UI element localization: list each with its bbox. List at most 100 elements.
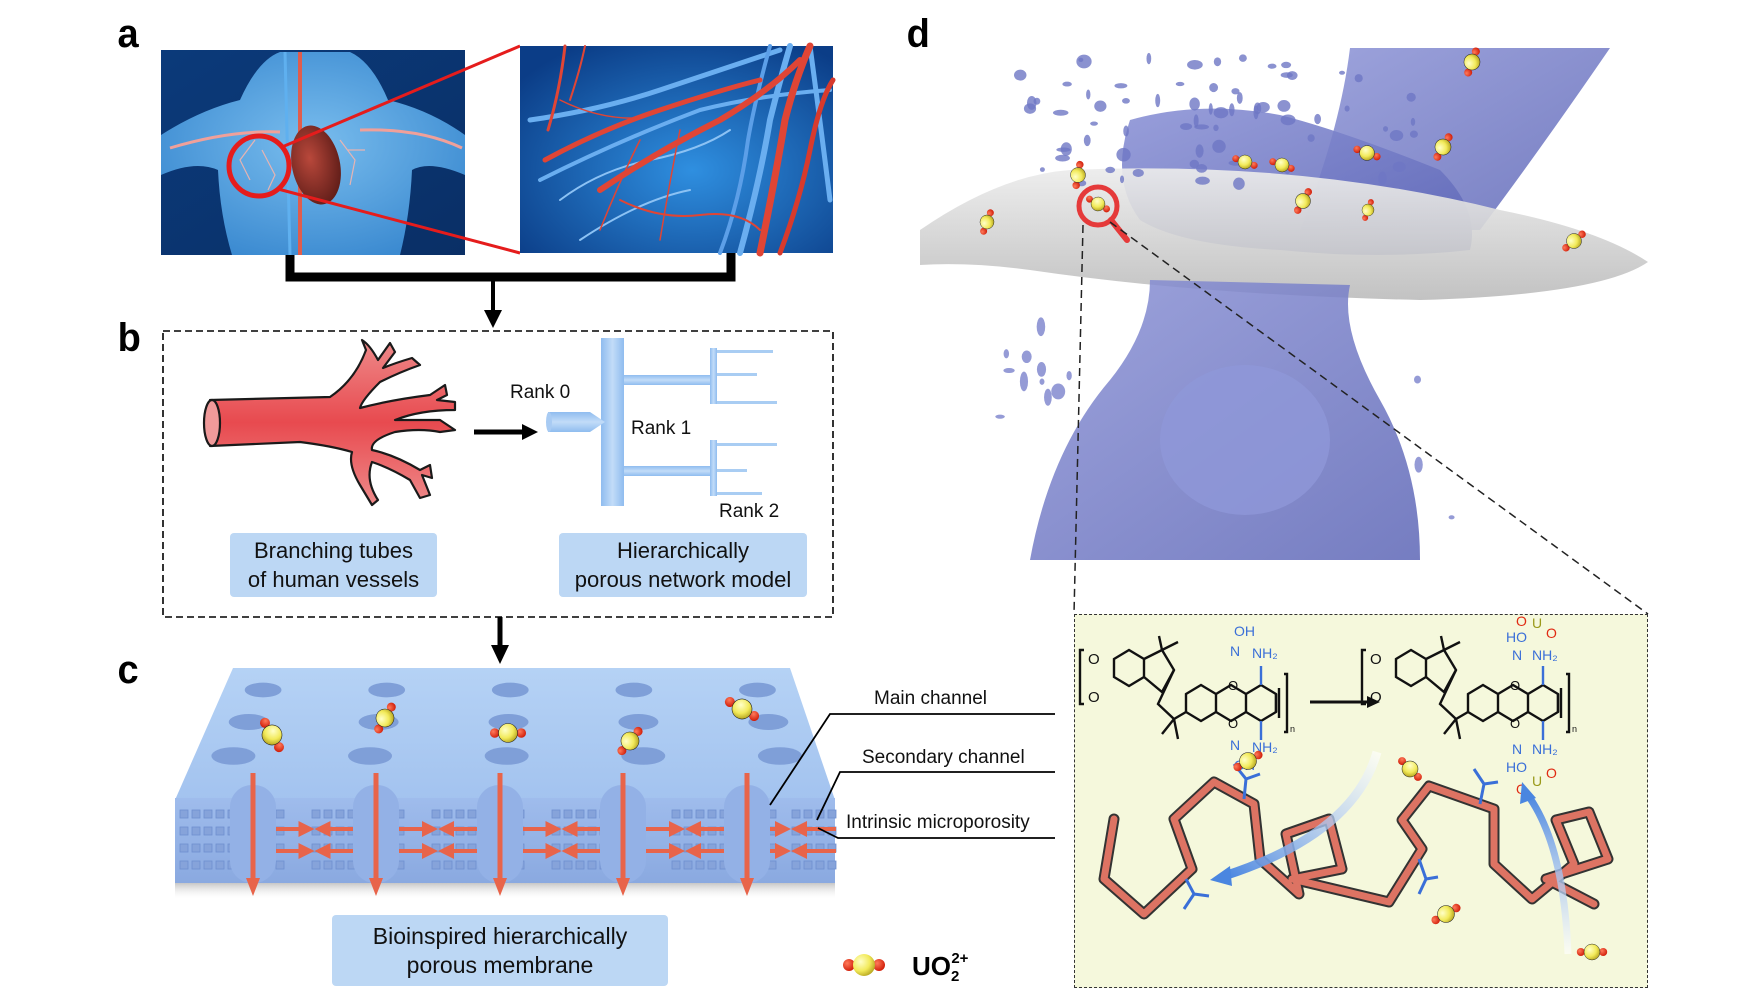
svg-text:U: U [1532, 615, 1542, 631]
branching-vessel-drawing [202, 338, 457, 507]
panel-a-label: a [117, 12, 139, 56]
panel-b-label: b [117, 316, 141, 360]
svg-text:O: O [1088, 651, 1100, 668]
droplet [1383, 126, 1389, 132]
droplet [1414, 375, 1421, 384]
droplet [1060, 142, 1072, 156]
droplet [1052, 109, 1069, 116]
droplet [1281, 61, 1292, 69]
droplet [1339, 70, 1346, 75]
pore [244, 682, 282, 698]
droplet [1132, 169, 1144, 177]
droplet [1277, 99, 1291, 112]
uranyl-ion [724, 697, 760, 721]
droplet [1344, 105, 1350, 112]
porous-membrane-illustration [175, 668, 1055, 900]
svg-text:O: O [1510, 716, 1520, 731]
droplet [1238, 54, 1247, 62]
svg-text:O: O [1228, 716, 1238, 731]
pore [228, 714, 269, 730]
droplet [1122, 98, 1130, 104]
droplet [1066, 370, 1072, 381]
droplet [1051, 383, 1066, 400]
uranyl-ion [1562, 230, 1586, 252]
legend-subscript: 2 [951, 968, 960, 985]
droplet [1231, 88, 1240, 95]
droplet [1114, 83, 1128, 89]
droplet [1187, 60, 1203, 70]
water-droplets [995, 52, 1455, 520]
svg-text:O: O [1228, 678, 1238, 693]
droplet [1003, 349, 1010, 359]
uranyl-complex-groups: O O HO N NH₂ O U O N NH₂ HO U O O n [1506, 613, 1577, 797]
uranyl-ion [1070, 160, 1086, 190]
droplet [1062, 81, 1072, 87]
uranyl-ion [1361, 199, 1375, 221]
droplet [1410, 117, 1416, 126]
main-channel-pores [211, 682, 802, 765]
svg-text:U: U [1532, 773, 1542, 789]
droplet [1026, 96, 1037, 110]
pore [211, 747, 256, 765]
pore [348, 747, 393, 765]
uranyl-ion [1433, 133, 1453, 161]
amidoxime-groups-left: O O OH N NH₂ N NH₂ OH n [1228, 623, 1295, 773]
droplet [1036, 362, 1047, 377]
rank-0-label: Rank 0 [510, 382, 571, 403]
uranyl-ion [1086, 195, 1110, 213]
droplet [1392, 161, 1406, 173]
pore [484, 747, 529, 765]
droplet [1055, 154, 1070, 162]
amidoxime-side-groups [1182, 763, 1499, 910]
merge-bracket [285, 253, 736, 282]
vessel-caption-line2: of human vessels [247, 567, 420, 592]
panel-d-label: d [906, 12, 930, 56]
legend-superscript: 2+ [951, 950, 969, 967]
droplet [1036, 317, 1046, 337]
zoom-line-bottom [277, 187, 521, 255]
droplet [1105, 166, 1116, 174]
droplet [1233, 177, 1245, 190]
droplet [1196, 164, 1208, 173]
svg-text:NH₂: NH₂ [1532, 741, 1558, 757]
simulation-rendering [920, 47, 1649, 615]
droplet [1307, 134, 1315, 142]
pore [488, 714, 529, 730]
droplet [1195, 176, 1210, 185]
hierarchical-network-model [546, 338, 777, 506]
pore [491, 682, 529, 698]
droplet [1354, 74, 1363, 83]
membrane-caption-line1: Bioinspired hierarchically [372, 922, 628, 949]
flow-arrow-b-to-c [491, 617, 509, 664]
vessel-caption: Branching tubes of human vessels [230, 533, 437, 597]
droplet [1083, 134, 1091, 147]
svg-text:N: N [1230, 643, 1240, 659]
uranyl-ion [979, 209, 995, 235]
droplet [1378, 171, 1387, 185]
svg-text:N: N [1230, 737, 1240, 753]
membrane-caption-line2: porous membrane [406, 951, 594, 978]
droplet [1212, 139, 1226, 153]
svg-text:HO: HO [1506, 759, 1527, 775]
svg-text:NH₂: NH₂ [1532, 647, 1558, 663]
droplet [1229, 103, 1235, 117]
droplet [1193, 114, 1199, 128]
droplet [1213, 107, 1229, 119]
droplet [1194, 124, 1210, 130]
droplet [1195, 144, 1204, 158]
pore [757, 747, 802, 765]
main-channel-label: Main channel [874, 688, 988, 709]
panel-c-label: c [117, 648, 139, 692]
zoom-projection-right [1109, 221, 1649, 615]
pore [739, 682, 776, 698]
uranyl-ion [1463, 47, 1481, 77]
droplet [1175, 81, 1185, 87]
uranyl-ions-in-simulation [979, 47, 1586, 252]
droplet [1180, 123, 1193, 130]
droplet [1236, 92, 1243, 104]
panel-b-illustration [162, 330, 834, 618]
svg-text:NH₂: NH₂ [1252, 645, 1278, 661]
droplet [1039, 167, 1045, 172]
svg-text:O: O [1088, 689, 1100, 706]
droplet [1414, 456, 1423, 473]
